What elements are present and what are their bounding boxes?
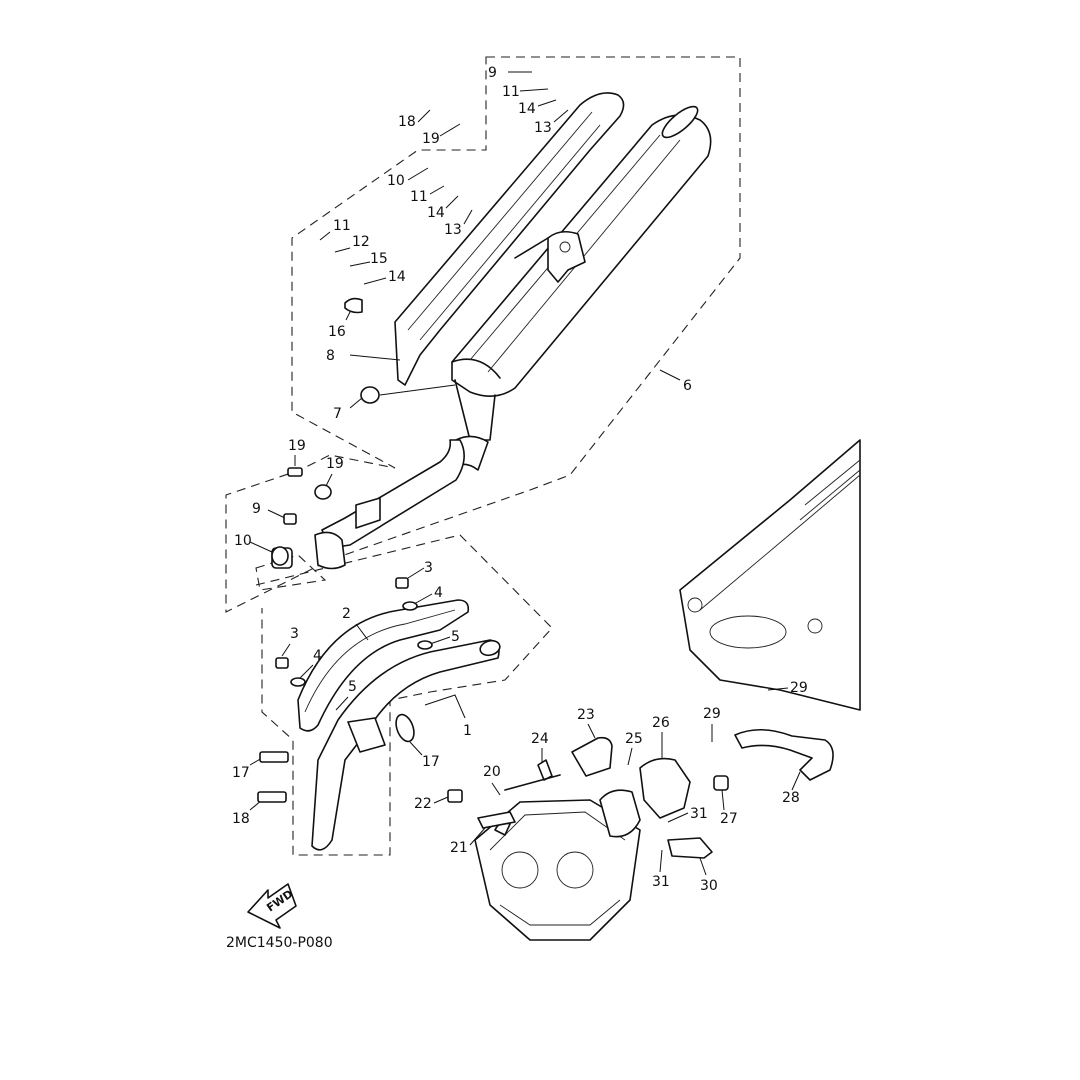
cylinder-head xyxy=(474,799,641,941)
callout-13: 13 xyxy=(534,120,552,136)
callout-14: 14 xyxy=(427,205,445,221)
callout-9: 7 xyxy=(333,406,342,422)
exhaust-pipe-protector xyxy=(297,599,470,732)
callout-27: 27 xyxy=(720,811,738,827)
callout-23: 23 xyxy=(577,707,595,723)
callout-19: 19 xyxy=(326,456,344,472)
callout-31: 31 xyxy=(652,874,670,890)
callout-13: 14 xyxy=(388,269,406,285)
callout-2: 2 xyxy=(342,606,351,622)
callout-22: 22 xyxy=(414,796,432,812)
callout-1: 1 xyxy=(463,723,472,739)
callout-5: 5 xyxy=(348,679,357,695)
callout-17: 17 xyxy=(232,765,250,781)
callout-7: 9 xyxy=(252,501,261,517)
callout-21: 21 xyxy=(450,840,468,856)
callout-3: 3 xyxy=(424,560,433,576)
callout-11: 9 xyxy=(488,65,497,81)
callout-20: 20 xyxy=(483,764,501,780)
callout-11: 10 xyxy=(387,173,405,189)
callout-3: 3 xyxy=(290,626,299,642)
forward-arrow-icon: FWD xyxy=(247,883,297,929)
pipe-clamp xyxy=(271,531,346,570)
callout-14: 15 xyxy=(370,251,388,267)
callout-6: 6 xyxy=(683,378,692,394)
callout-13: 13 xyxy=(444,222,462,238)
callout-24: 24 xyxy=(531,731,549,747)
callout-29: 29 xyxy=(790,680,808,696)
callout-28: 28 xyxy=(782,790,800,806)
callout-10: 8 xyxy=(326,348,335,364)
callout-29: 29 xyxy=(703,706,721,722)
callout-30: 30 xyxy=(700,878,718,894)
callout-25: 25 xyxy=(625,731,643,747)
exhaust-mid-pipe xyxy=(321,439,465,549)
callout-17: 18 xyxy=(232,811,250,827)
callout-16: 17 xyxy=(422,754,440,770)
callout-18: 18 xyxy=(398,114,416,130)
callout-4: 4 xyxy=(434,585,443,601)
callout-12: 12 xyxy=(352,234,370,250)
callout-18: 19 xyxy=(288,438,306,454)
exhaust-pipe xyxy=(311,639,501,851)
air-injection-system xyxy=(494,728,834,859)
muffler-assembly-boundary xyxy=(225,56,741,613)
callout-8: 10 xyxy=(234,533,252,549)
callout-4: 4 xyxy=(313,648,322,664)
callouts: 9 11 14 13 18 19 10 11 14 13 11 12 15 14… xyxy=(232,65,808,894)
diagram-code: 2MC1450-P080 xyxy=(226,935,333,951)
callout-31: 31 xyxy=(690,806,708,822)
callout-11: 11 xyxy=(333,218,351,234)
callout-15: 16 xyxy=(328,324,346,340)
frame-section xyxy=(679,439,861,711)
muffler-heat-protector xyxy=(394,92,625,386)
callout-14: 14 xyxy=(518,101,536,117)
callout-5: 5 xyxy=(451,629,460,645)
callout-12: 11 xyxy=(502,84,520,100)
callout-19: 19 xyxy=(422,131,440,147)
callout-12: 11 xyxy=(410,189,428,205)
clamp-group-boundary xyxy=(255,554,327,591)
callout-26: 26 xyxy=(652,715,670,731)
